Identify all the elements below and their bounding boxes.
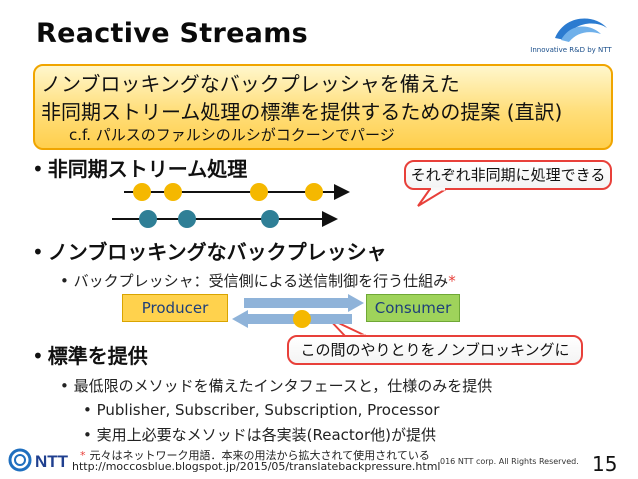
arrow-right-icon [244, 294, 364, 312]
page-number: 15 [592, 452, 618, 476]
stream-element-yellow [133, 183, 151, 201]
stream-element-yellow [164, 183, 182, 201]
ntt-logo: NTT [8, 445, 78, 475]
logo-caption: Innovative R&D by NTT [530, 46, 612, 54]
bullet-text: 非同期ストリーム処理 [47, 157, 248, 181]
producer-consumer-flow [232, 294, 364, 328]
bullet-text: 標準を提供 [47, 344, 148, 368]
copyright-notice: 016 NTT corp. All Rights Reserved. [440, 457, 579, 466]
callout-line-1: ノンブロッキングなバックプレッシャを備えた [41, 72, 460, 96]
consumer-box: Consumer [366, 294, 460, 322]
definition-callout: ノンブロッキングなバックプレッシャを備えた 非同期ストリーム処理の標準を提供する… [33, 64, 613, 150]
slide-title: Reactive Streams [36, 18, 309, 49]
stream-element-teal [261, 210, 279, 228]
ntt-swirl-icon: NTT [8, 448, 69, 472]
bullet-nonblocking-backpressure: •ノンブロッキングなバックプレッシャ [32, 236, 387, 265]
stream-element-yellow [305, 183, 323, 201]
minimal-interface-text: 最低限のメソッドを備えたインタフェースと，仕様のみを提供 [73, 377, 493, 395]
implementations-text: 実用上必要なメソッドは各実装(Reactor他)が提供 [96, 426, 436, 444]
nonblocking-speech-bubble: この間のやりとりをノンブロッキングに [287, 335, 583, 365]
bullet-text: ノンブロッキングなバックプレッシャ [47, 240, 387, 264]
callout-line-3: c.f. パルスのファルシのルシがコクーンでパージ [69, 126, 395, 144]
bubble1-tail [417, 188, 450, 207]
sub-bullet-minimal-interface: • 最低限のメソッドを備えたインタフェースと，仕様のみを提供 [60, 377, 493, 395]
callout-line-2: 非同期ストリーム処理の標準を提供するための提案 (直訳) [41, 100, 563, 124]
bullet-provide-standard: •標準を提供 [32, 340, 148, 369]
producer-box: Producer [122, 294, 228, 322]
bullet-dot: • [32, 240, 44, 264]
bullet-dot: • [32, 157, 44, 181]
stream-element-teal [139, 210, 157, 228]
bullet-async-stream: •非同期ストリーム処理 [32, 153, 247, 182]
innovative-logo: Innovative R&D by NTT [525, 8, 617, 62]
logo-swirl-icon [555, 18, 607, 42]
interfaces-list: Publisher, Subscriber, Subscription, Pro… [96, 401, 440, 419]
request-element [293, 310, 311, 328]
sub-bullet-interfaces: • Publisher, Subscriber, Subscription, P… [83, 401, 440, 419]
stream-element-yellow [250, 183, 268, 201]
async-stream-diagram [112, 183, 350, 228]
footnote-link[interactable]: http://moccosblue.blogspot.jp/2015/05/tr… [72, 460, 441, 473]
async-speech-bubble: それぞれ非同期に処理できる [404, 160, 612, 190]
footnote-line-1: *元々はネットワーク用語．本来の用法から拡大されて使用されている [80, 447, 430, 463]
footnote-star: * [80, 449, 86, 462]
footnote-marker: * [448, 272, 456, 290]
arrow-left-icon [232, 310, 352, 328]
sub-bullet-backpressure: • バックプレッシャ：受信側による送信制御を行う仕組み* [60, 272, 456, 290]
sub-bullet-implementations: • 実用上必要なメソッドは各実装(Reactor他)が提供 [83, 426, 436, 444]
ntt-logo-text: NTT [35, 452, 69, 471]
stream-element-teal [178, 210, 196, 228]
bullet-dot: • [32, 344, 44, 368]
backpressure-definition: バックプレッシャ：受信側による送信制御を行う仕組み [73, 272, 449, 290]
footnote-text: 元々はネットワーク用語．本来の用法から拡大されて使用されている [89, 449, 430, 462]
